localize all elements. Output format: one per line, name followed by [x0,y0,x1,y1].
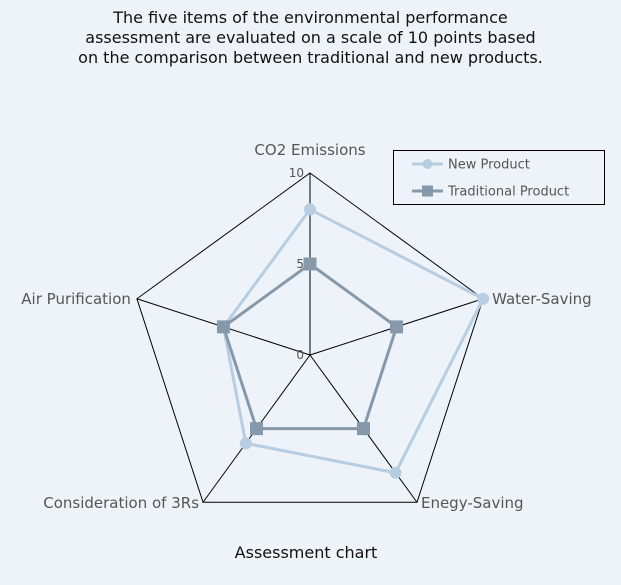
axis-label-air-purification: Air Purification [21,290,131,308]
radar-grid [136,172,484,503]
data-point-new-product-enegy-saving [389,466,402,479]
axis-label-water-saving: Water-Saving [492,290,592,308]
legend-marker-traditional-product [422,185,433,197]
axis-label-enegy-saving: Enegy-Saving [421,494,524,512]
data-point-traditional-product-enegy-saving [356,422,370,436]
data-point-traditional-product-air-purification [216,320,230,334]
series-line-new-product [221,207,485,475]
data-point-new-product-consideration-of-3rs [239,437,252,450]
legend-label-traditional-product: Traditional Product [447,185,569,200]
tick-label-10: 10 [289,166,304,180]
data-point-new-product-co2-emissions [304,203,316,216]
tick-label-5: 5 [296,257,304,271]
series-line-traditional-product [221,262,399,431]
chart-title-line-1: The five items of the environmental perf… [113,8,508,27]
axis-label-consideration-of-3rs: Consideration of 3Rs [43,494,199,512]
series-traditional-product [216,257,404,436]
axis-label-co2-emissions: CO2 Emissions [254,141,365,159]
legend-label-new-product: New Product [448,158,530,173]
chart-title: The five items of the environmental perf… [0,8,621,68]
series-new-product [217,203,490,479]
radar-tick-labels: 0 5 10 [289,166,304,362]
chart-title-line-2: assessment are evaluated on a scale of 1… [85,28,536,47]
radar-outer-ring [136,172,484,503]
data-point-new-product-water-saving [477,292,490,305]
chart-caption: Assessment chart [234,543,378,562]
legend-marker-new-product [422,159,433,169]
chart-title-line-3: on the comparison between traditional an… [78,48,543,67]
data-point-traditional-product-co2-emissions [303,257,317,271]
data-point-traditional-product-consideration-of-3rs [250,422,264,436]
radar-series [216,203,490,479]
tick-label-0: 0 [296,348,304,362]
data-point-traditional-product-water-saving [390,320,404,334]
